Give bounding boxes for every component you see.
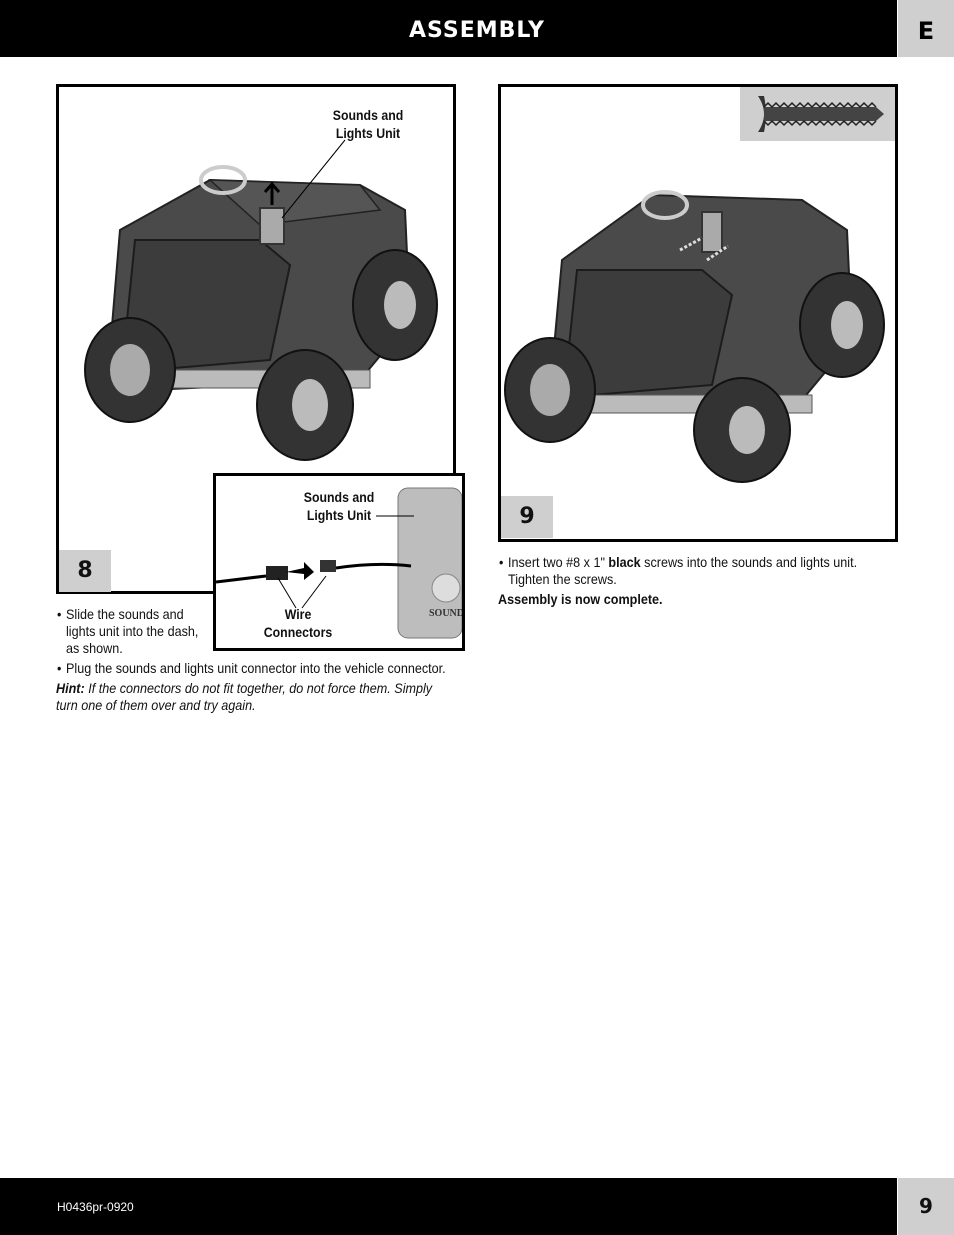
callout-sounds-lights-unit: Sounds and Lights Unit — [324, 106, 412, 142]
step-9-text-pre: Insert two #8 x 1" — [508, 554, 605, 570]
connector-illustration: SOUND — [216, 487, 462, 639]
section-tab: E — [898, 0, 954, 57]
wire-line-1: Wire — [284, 606, 312, 622]
instruction-1-line-3: as shown. — [66, 640, 123, 656]
inset-callout-line-1: Sounds and — [303, 489, 375, 505]
page-title: ASSEMBLY — [409, 18, 545, 43]
vehicle-illustration-step-8 — [84, 139, 438, 461]
hint-line-2: turn one of them over and try again. — [56, 697, 256, 713]
header-bar — [0, 0, 897, 57]
screw-icon — [758, 96, 884, 132]
step-9-text-line-2: Tighten the screws. — [508, 571, 617, 587]
hint-line-1: If the connectors do not fit together, d… — [88, 680, 433, 696]
callout-wire-connectors: Wire Connectors — [254, 605, 342, 641]
document-code: H0436pr-0920 — [57, 1200, 134, 1214]
step-9-instruction: Insert two #8 x 1" black screws into the… — [499, 554, 858, 588]
step-8-instruction-2: Plug the sounds and lights unit connecto… — [57, 660, 446, 677]
callout-line-2: Lights Unit — [335, 125, 401, 141]
step-9-badge: 9 — [501, 496, 553, 538]
step-9-text-bold: black — [608, 554, 641, 570]
instruction-1-line-2: lights unit into the dash, — [66, 623, 199, 639]
footer-bar — [0, 1178, 897, 1235]
step-9-text-post: screws into the sounds and lights unit. — [644, 554, 858, 570]
instruction-1-line-1: Slide the sounds and — [66, 606, 184, 622]
svg-text:SOUND: SOUND — [429, 608, 462, 619]
vehicle-illustration-step-9 — [504, 190, 885, 483]
inset-callout-line-2: Lights Unit — [306, 507, 372, 523]
assembly-complete: Assembly is now complete. — [498, 591, 663, 607]
wire-line-2: Connectors — [263, 624, 333, 640]
callout-line-1: Sounds and — [332, 107, 404, 123]
inset-callout-sounds-lights-unit: Sounds and Lights Unit — [295, 488, 383, 524]
page-number: 9 — [898, 1178, 954, 1235]
step-8-hint: Hint: If the connectors do not fit toget… — [56, 680, 432, 714]
step-8-instruction-1: Slide the sounds and lights unit into th… — [57, 606, 199, 657]
hint-label: Hint: — [56, 680, 85, 696]
step-8-badge: 8 — [59, 550, 111, 592]
